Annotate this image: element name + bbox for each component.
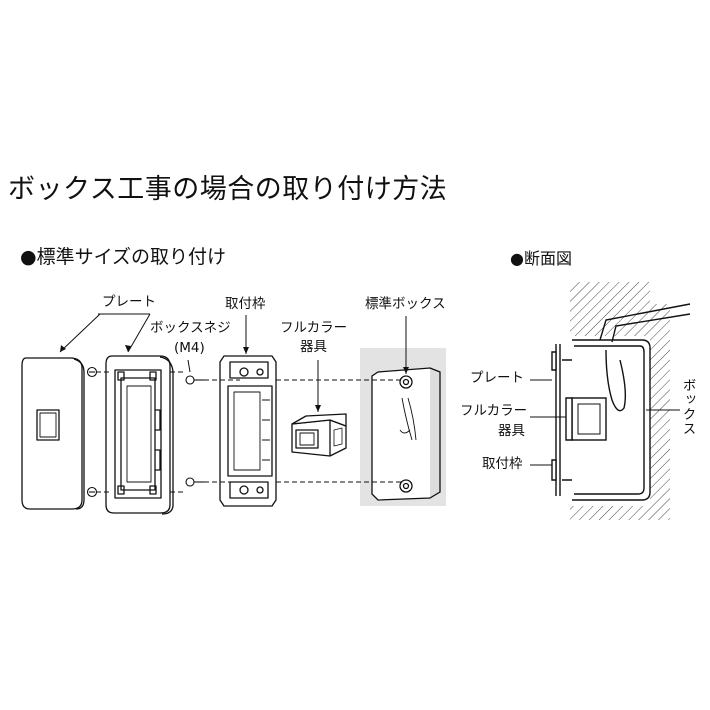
- label-device-line2: 器具: [300, 339, 327, 355]
- label-mount-frame: 取付枠: [225, 296, 266, 312]
- screws-drawing: [86, 366, 204, 498]
- label-box-screw-spec: (M4): [174, 340, 205, 356]
- leader-arrows: [60, 345, 409, 412]
- cross-label-device-line1: フルカラー: [460, 403, 528, 419]
- plate-drawing: [21, 357, 85, 510]
- cross-label-plate: プレート: [470, 370, 524, 386]
- standard-box-drawing: [371, 367, 441, 501]
- label-standard-box: 標準ボックス: [365, 296, 446, 312]
- label-box-screw: ボックスネジ: [150, 320, 231, 336]
- cross-leader-lines: [530, 379, 680, 466]
- device-drawing: [291, 413, 347, 457]
- cover-frame-drawing: [105, 355, 174, 515]
- cross-label-device-line2: 器具: [498, 423, 525, 439]
- section-heading-standard: ●標準サイズの取り付け: [20, 246, 227, 268]
- assembly-lines: [96, 371, 402, 493]
- cross-section-drawing: [551, 282, 691, 520]
- section-heading-cross-section: ●断面図: [510, 249, 572, 268]
- mount-frame-drawing: [219, 355, 277, 507]
- page-title: ボックス工事の場合の取り付け方法: [8, 174, 448, 205]
- cross-label-mount-frame: 取付枠: [482, 456, 523, 472]
- cross-label-box: ボックス: [679, 378, 696, 436]
- label-device-line1: フルカラー: [280, 320, 348, 336]
- label-plate: プレート: [102, 294, 156, 310]
